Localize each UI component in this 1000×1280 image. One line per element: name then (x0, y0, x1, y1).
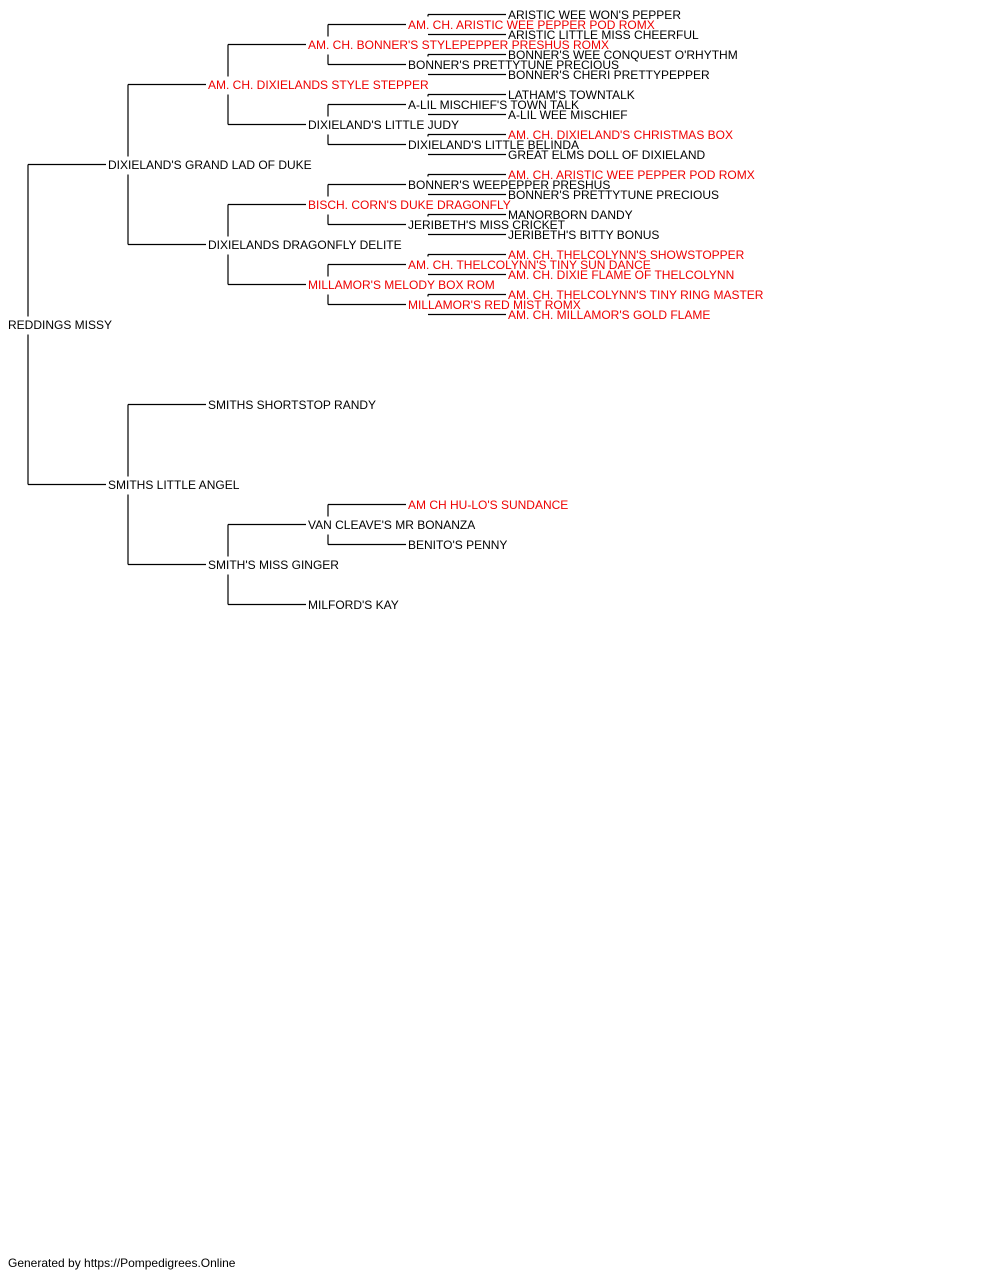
pedigree-entry-sire.dam.sire.dam: JERIBETH'S MISS CRICKET (408, 217, 565, 232)
pedigree-entry-sire.sire: AM. CH. DIXIELANDS STYLE STEPPER (208, 77, 429, 92)
pedigree-entry-sire.dam.dam.sire.dam: AM. CH. DIXIE FLAME OF THELCOLYNN (508, 267, 735, 282)
pedigree-entry-sire.sire.sire: AM. CH. BONNER'S STYLEPEPPER PRESHUS ROM… (308, 37, 610, 52)
pedigree-entry-sire.dam.dam: MILLAMOR'S MELODY BOX ROM (308, 277, 495, 292)
pedigree-entry-sire.dam.sire.sire.dam: BONNER'S PRETTYTUNE PRECIOUS (508, 187, 719, 202)
pedigree-entry-sire.dam.dam.sire.sire: AM. CH. THELCOLYNN'S SHOWSTOPPER (508, 247, 745, 262)
pedigree-entry-sire.sire.dam.dam.sire: AM. CH. DIXIELAND'S CHRISTMAS BOX (508, 127, 733, 142)
pedigree-entry-dam.dam.dam: MILFORD'S KAY (308, 597, 399, 612)
pedigree-entry-sire.dam.sire.dam.sire: MANORBORN DANDY (508, 207, 633, 222)
pedigree-entry-sire.dam.sire.dam.dam: JERIBETH'S BITTY BONUS (508, 227, 660, 242)
pedigree-entry-sire: DIXIELAND'S GRAND LAD OF DUKE (108, 157, 312, 172)
pedigree-entry-dam.dam.sire: VAN CLEAVE'S MR BONANZA (308, 517, 476, 532)
pedigree-entry-dam: SMITHS LITTLE ANGEL (108, 477, 240, 492)
pedigree-entry-dam.sire: SMITHS SHORTSTOP RANDY (208, 397, 377, 412)
pedigree-entry-sire.dam.dam.dam.dam: AM. CH. MILLAMOR'S GOLD FLAME (508, 307, 711, 322)
pedigree-entry-sire.sire.dam.dam: DIXIELAND'S LITTLE BELINDA (408, 137, 580, 152)
pedigree-entry-sire.sire.dam.dam.dam: GREAT ELMS DOLL OF DIXIELAND (508, 147, 706, 162)
pedigree-entry-sire.dam.sire.sire.sire: AM. CH. ARISTIC WEE PEPPER POD ROMX (508, 167, 755, 182)
pedigree-entry-sire.sire.sire.dam: BONNER'S PRETTYTUNE PRECIOUS (408, 57, 619, 72)
pedigree-entry-sire.dam.dam.dam.sire: AM. CH. THELCOLYNN'S TINY RING MASTER (508, 287, 764, 302)
pedigree-entry-sire.sire.sire.dam.dam: BONNER'S CHERI PRETTYPEPPER (508, 67, 710, 82)
pedigree-entry-sire.sire.sire.sire: AM. CH. ARISTIC WEE PEPPER POD ROMX (408, 17, 655, 32)
pedigree-entry-sire.dam.dam.dam: MILLAMOR'S RED MIST ROMX (408, 297, 581, 312)
pedigree-entry-sire.dam.dam.sire: AM. CH. THELCOLYNN'S TINY SUN DANCE (408, 257, 651, 272)
pedigree-entry-dam.dam.sire.sire: AM CH HU-LO'S SUNDANCE (408, 497, 569, 512)
pedigree-entry-sire.sire.sire.sire.dam: ARISTIC LITTLE MISS CHEERFUL (508, 27, 699, 42)
pedigree-entry-sire.sire.dam.sire.dam: A-LIL WEE MISCHIEF (508, 107, 628, 122)
pedigree-entry-sire.sire.sire.dam.sire: BONNER'S WEE CONQUEST O'RHYTHM (508, 47, 738, 62)
pedigree-entry-sire.sire.dam: DIXIELAND'S LITTLE JUDY (308, 117, 459, 132)
pedigree-entry-sire.dam: DIXIELANDS DRAGONFLY DELITE (208, 237, 402, 252)
pedigree-entry-sire.dam.sire.sire: BONNER'S WEEPEPPER PRESHUS (408, 177, 611, 192)
pedigree-entry-sire.dam.sire: BISCH. CORN'S DUKE DRAGONFLY (308, 197, 511, 212)
pedigree-entry-sire.sire.dam.sire.sire: LATHAM'S TOWNTALK (508, 87, 635, 102)
pedigree-entry-dam.dam: SMITH'S MISS GINGER (208, 557, 339, 572)
pedigree-entry-subject: REDDINGS MISSY (8, 317, 113, 332)
generated-by-footer: Generated by https://Pompedigrees.Online (8, 1256, 236, 1270)
pedigree-entry-sire.sire.sire.sire.sire: ARISTIC WEE WON'S PEPPER (508, 7, 681, 22)
pedigree-entry-sire.sire.dam.sire: A-LIL MISCHIEF'S TOWN TALK (408, 97, 579, 112)
pedigree-entry-dam.dam.sire.dam: BENITO'S PENNY (408, 537, 508, 552)
